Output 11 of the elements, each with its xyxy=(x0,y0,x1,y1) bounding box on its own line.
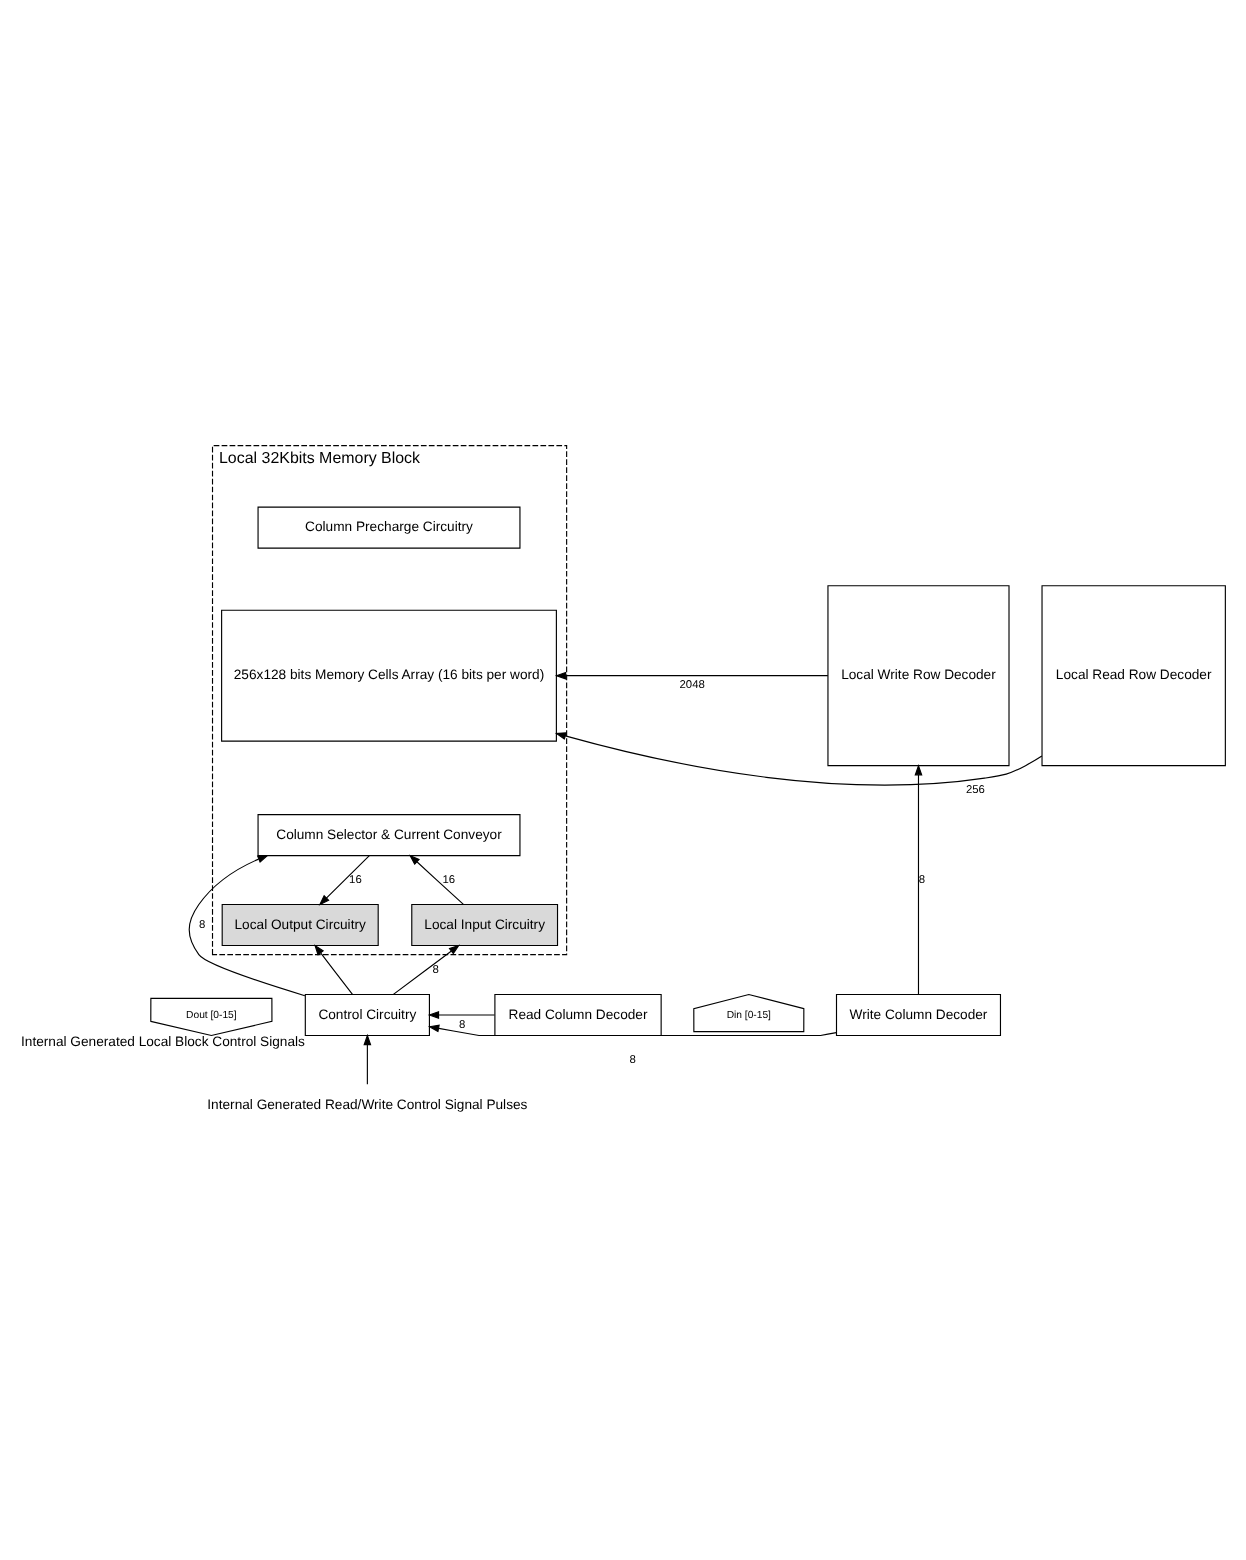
arrow xyxy=(554,670,829,679)
arrow xyxy=(427,1023,837,1036)
arrow xyxy=(408,853,464,904)
arrow xyxy=(392,943,461,994)
arrow xyxy=(314,943,354,994)
arrow xyxy=(188,853,306,996)
arrow xyxy=(914,763,923,994)
arrow xyxy=(427,1010,496,1018)
arrow xyxy=(554,731,1043,785)
arrow xyxy=(318,854,370,905)
arrow xyxy=(363,1032,372,1084)
